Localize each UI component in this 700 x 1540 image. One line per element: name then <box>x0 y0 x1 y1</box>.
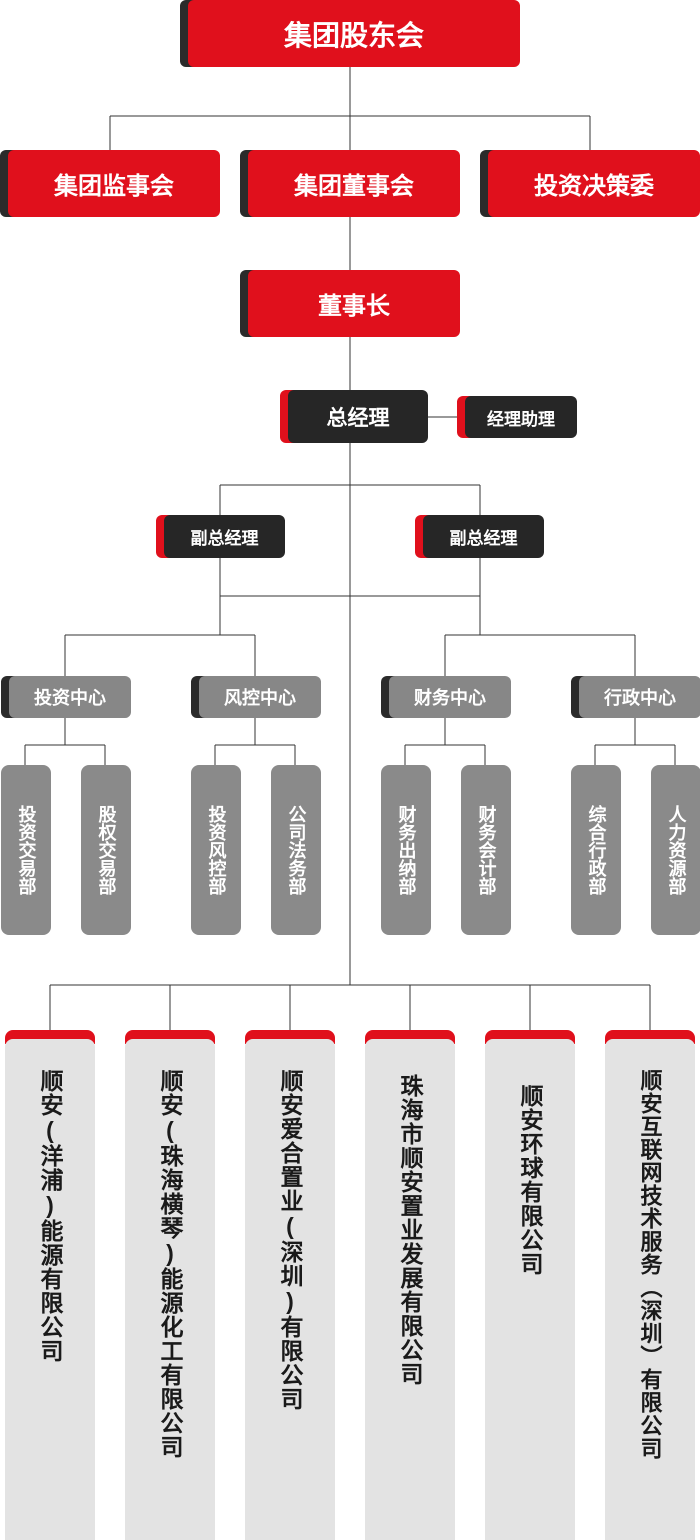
deputy-gm-box-right: 副总经理 <box>423 515 544 558</box>
subsidiary-card-body: 顺安(珠海横琴)能源化工有限公司 <box>125 1039 215 1540</box>
department-box: 人力资源部 <box>651 765 700 935</box>
subsidiary-card: 顺安环球有限公司 <box>485 1030 575 1540</box>
investment-center-box: 投资中心 <box>9 676 131 718</box>
shareholders-box: 集团股东会 <box>188 0 520 67</box>
subsidiary-name: 顺安(洋浦)能源有限公司 <box>37 1069 63 1363</box>
board-of-directors-box: 集团董事会 <box>248 150 460 217</box>
subsidiary-card: 顺安爱合置业(深圳)有限公司 <box>245 1030 335 1540</box>
manager-assistant-box: 经理助理 <box>465 396 577 438</box>
subsidiary-card-body: 顺安环球有限公司 <box>485 1039 575 1540</box>
subsidiary-card: 顺安(洋浦)能源有限公司 <box>5 1030 95 1540</box>
department-box: 综合行政部 <box>571 765 621 935</box>
subsidiary-card: 顺安(珠海横琴)能源化工有限公司 <box>125 1030 215 1540</box>
subsidiary-card: 珠海市顺安置业发展有限公司 <box>365 1030 455 1540</box>
chairman-box: 董事长 <box>248 270 460 337</box>
department-box: 财务会计部 <box>461 765 511 935</box>
supervisory-board-box: 集团监事会 <box>8 150 220 217</box>
subsidiary-name: 珠海市顺安置业发展有限公司 <box>397 1074 423 1386</box>
department-box: 公司法务部 <box>271 765 321 935</box>
department-box: 投资交易部 <box>1 765 51 935</box>
administration-center-box: 行政中心 <box>579 676 700 718</box>
department-box: 股权交易部 <box>81 765 131 935</box>
subsidiary-card-body: 珠海市顺安置业发展有限公司 <box>365 1039 455 1540</box>
subsidiary-card-body: 顺安爱合置业(深圳)有限公司 <box>245 1039 335 1540</box>
subsidiary-name: 顺安互联网技术服务（深圳）有限公司 <box>637 1069 663 1460</box>
department-box: 投资风控部 <box>191 765 241 935</box>
department-box: 财务出纳部 <box>381 765 431 935</box>
deputy-gm-box-left: 副总经理 <box>164 515 285 558</box>
risk-control-center-box: 风控中心 <box>199 676 321 718</box>
subsidiary-name: 顺安(珠海横琴)能源化工有限公司 <box>157 1069 183 1459</box>
subsidiary-name: 顺安爱合置业(深圳)有限公司 <box>277 1069 303 1411</box>
subsidiary-card: 顺安互联网技术服务（深圳）有限公司 <box>605 1030 695 1540</box>
subsidiary-name: 顺安环球有限公司 <box>517 1084 543 1276</box>
investment-committee-box: 投资决策委 <box>488 150 700 217</box>
general-manager-box: 总经理 <box>288 390 428 443</box>
subsidiary-card-body: 顺安互联网技术服务（深圳）有限公司 <box>605 1039 695 1540</box>
subsidiary-card-body: 顺安(洋浦)能源有限公司 <box>5 1039 95 1540</box>
finance-center-box: 财务中心 <box>389 676 511 718</box>
